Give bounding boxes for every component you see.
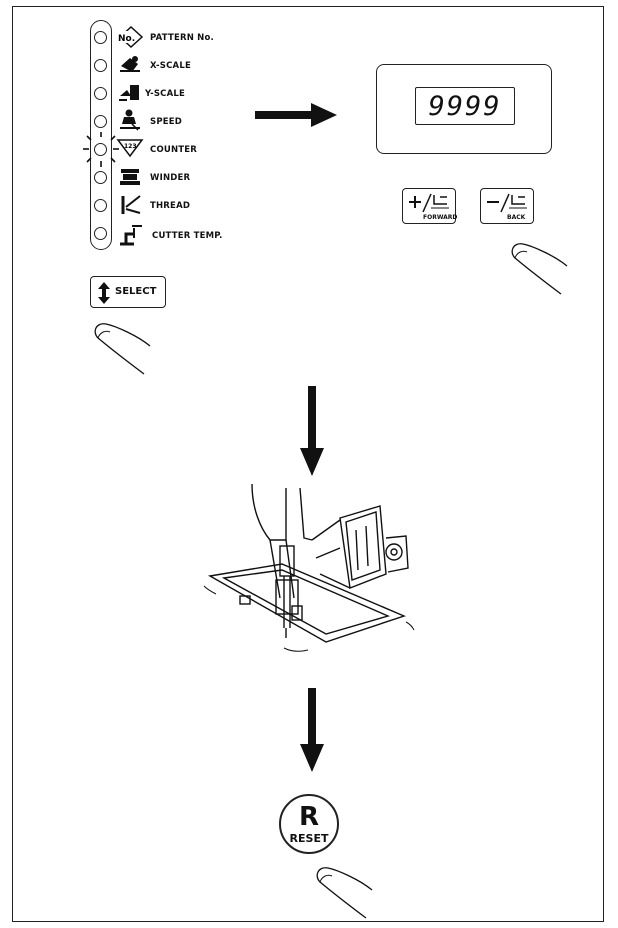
minus-back-sublabel: BACK: [507, 214, 526, 221]
led-cutter-temp: [94, 227, 107, 240]
finger-pointer-icon: [316, 867, 373, 919]
counter-icon: 123: [116, 139, 144, 158]
reset-button[interactable]: R RESET: [279, 794, 339, 854]
pattern-no-icon: No.: [117, 25, 144, 49]
down-arrow: [300, 386, 324, 476]
minus-back-icon: [487, 193, 527, 213]
plus-forward-sublabel: FORWARD: [423, 214, 458, 221]
finger-pointer-icon: [511, 243, 568, 295]
led-speed: [94, 115, 107, 128]
reset-button-label: RESET: [289, 832, 329, 845]
speed-icon: [120, 109, 140, 131]
menu-label-y-scale: Y-SCALE: [145, 89, 185, 99]
display-panel: 9999: [376, 64, 552, 154]
reset-symbol: R: [298, 802, 320, 832]
sewing-machine-illustration: [203, 483, 415, 652]
led-pattern-no: [94, 31, 107, 44]
led-glow-rays: [83, 132, 119, 167]
display-value: 9999: [428, 91, 502, 122]
right-arrow: [255, 103, 337, 127]
down-arrow: [300, 688, 324, 772]
winder-icon: [120, 169, 140, 185]
minus-back-button[interactable]: BACK: [480, 188, 534, 224]
menu-label-speed: SPEED: [150, 117, 183, 127]
y-scale-icon: [119, 85, 139, 101]
plus-forward-button[interactable]: FORWARD: [402, 188, 458, 224]
plus-forward-icon: [409, 193, 449, 213]
display-window: 9999: [415, 87, 515, 125]
menu-label-cutter-temp: CUTTER TEMP.: [152, 231, 223, 241]
menu-label-winder: WINDER: [150, 173, 191, 183]
select-button-label: SELECT: [115, 286, 157, 297]
menu-label-pattern-no: PATTERN No.: [150, 33, 214, 43]
led-y-scale: [94, 87, 107, 100]
menu-label-counter: COUNTER: [150, 145, 198, 155]
pattern-no-badge: No.: [118, 34, 135, 44]
menu-label-thread: THREAD: [150, 201, 191, 211]
led-counter-lit: [94, 143, 107, 156]
led-indicator-panel: [90, 20, 112, 250]
thread-icon: [121, 195, 141, 214]
led-winder: [94, 171, 107, 184]
diagram-frame: [12, 6, 604, 922]
up-down-arrow-icon: [98, 282, 110, 304]
select-button[interactable]: SELECT: [90, 276, 166, 308]
menu-label-x-scale: X-SCALE: [150, 61, 191, 71]
x-scale-icon: [120, 56, 140, 72]
finger-pointer-icon: [94, 323, 151, 375]
led-x-scale: [94, 59, 107, 72]
cutter-temp-icon: [120, 225, 142, 246]
led-thread: [94, 199, 107, 212]
svg-text:123: 123: [124, 143, 137, 150]
